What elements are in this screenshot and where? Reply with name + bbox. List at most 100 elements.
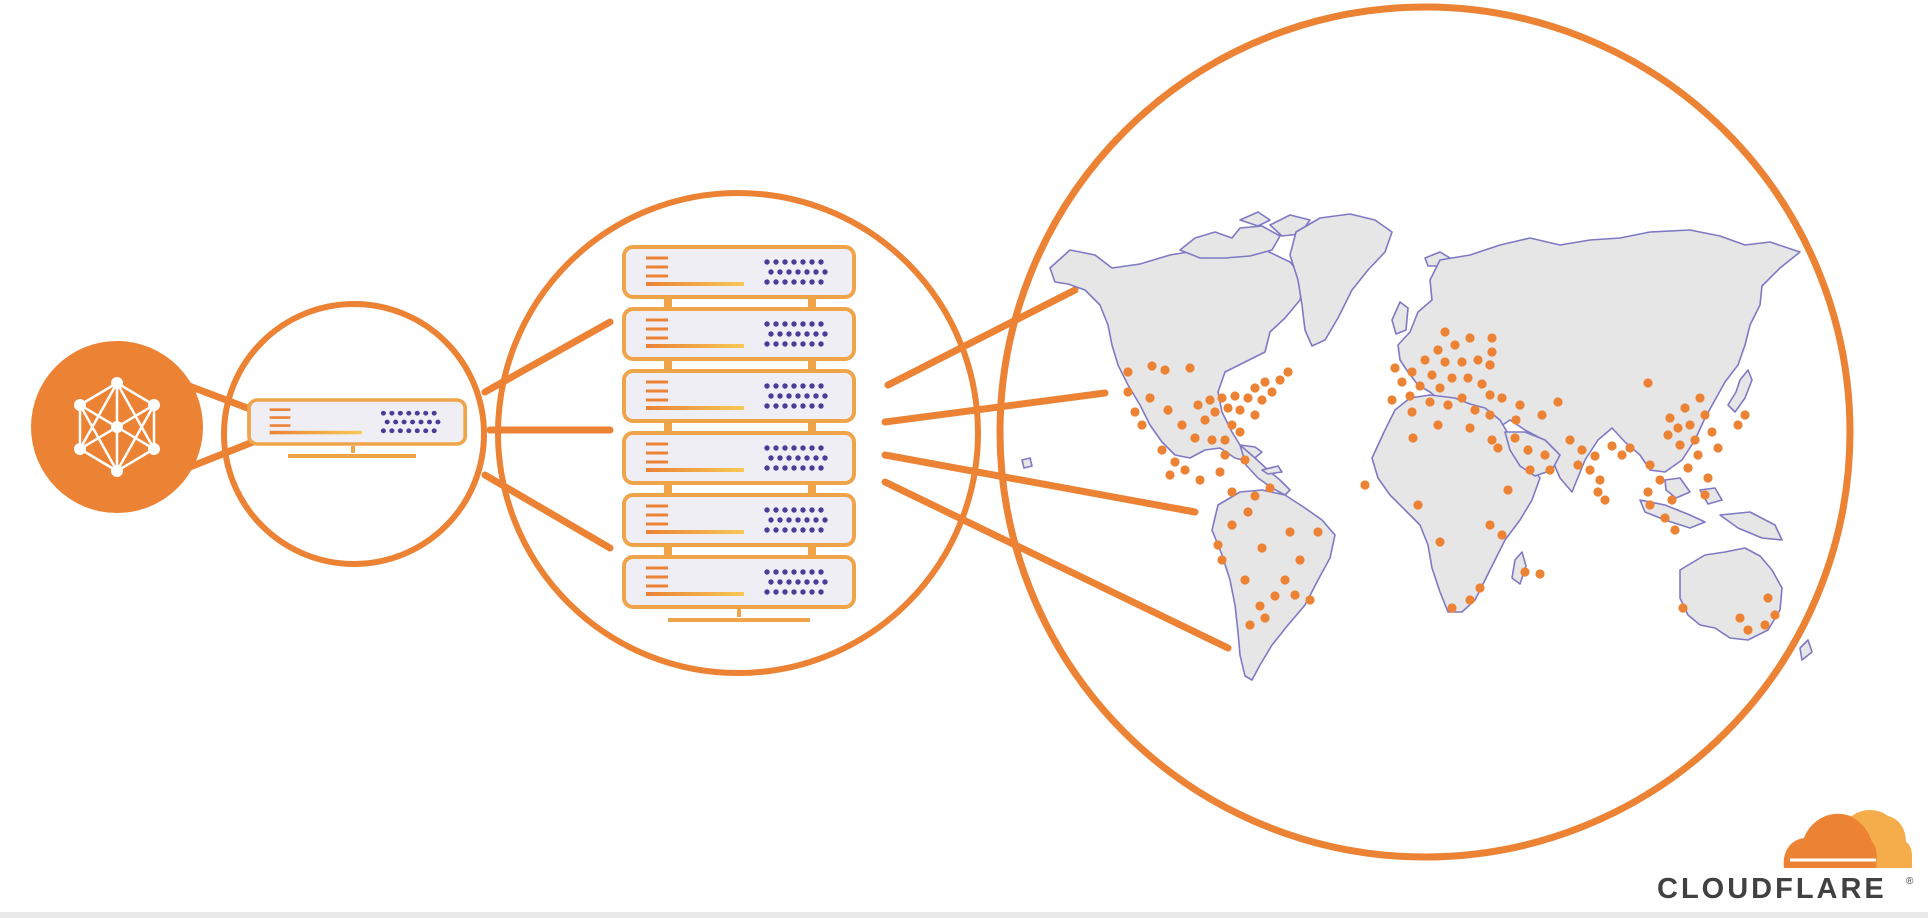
location-dot xyxy=(1360,480,1370,490)
location-dot xyxy=(1535,569,1545,579)
location-dot xyxy=(1667,495,1677,505)
location-dot xyxy=(1645,500,1655,510)
location-dot xyxy=(1407,407,1417,417)
location-dot xyxy=(1205,395,1215,405)
server-unit xyxy=(622,369,856,423)
location-dot xyxy=(1600,495,1610,505)
location-dot xyxy=(1193,400,1203,410)
location-dot xyxy=(1405,391,1415,401)
location-dot xyxy=(1465,423,1475,433)
location-dot xyxy=(1440,357,1450,367)
location-dot xyxy=(1313,527,1323,537)
location-dot xyxy=(1520,567,1530,577)
uk xyxy=(1391,301,1409,335)
location-dot xyxy=(1540,450,1550,460)
north-america xyxy=(1049,244,1306,463)
location-dot xyxy=(1250,410,1260,420)
location-dot xyxy=(1545,465,1555,475)
hawaii xyxy=(1021,457,1033,469)
location-dot xyxy=(1485,390,1495,400)
location-dot xyxy=(1485,520,1495,530)
location-dot xyxy=(1770,610,1780,620)
global-network-circle xyxy=(996,3,1854,861)
location-dot xyxy=(1220,435,1230,445)
location-dot xyxy=(1645,460,1655,470)
server-unit xyxy=(622,245,856,299)
location-dot xyxy=(1485,410,1495,420)
location-dot xyxy=(1457,393,1467,403)
location-dot xyxy=(1295,555,1305,565)
location-dot xyxy=(1177,420,1187,430)
australia xyxy=(1679,547,1783,641)
location-dot xyxy=(1243,393,1253,403)
location-dot xyxy=(1643,487,1653,497)
location-dot xyxy=(1660,513,1670,523)
location-dot xyxy=(1477,379,1487,389)
location-dot xyxy=(1200,415,1210,425)
brand-logo-text: CLOUDFLARE xyxy=(1657,873,1887,905)
location-dot xyxy=(1525,465,1535,475)
location-dot xyxy=(1413,500,1423,510)
connector-line xyxy=(881,478,1232,652)
location-dot xyxy=(1473,355,1483,365)
location-dot xyxy=(1427,370,1437,380)
location-dot xyxy=(1625,443,1635,453)
location-dot xyxy=(1693,450,1703,460)
location-dot xyxy=(1663,430,1673,440)
location-dot xyxy=(1250,491,1260,501)
location-dot xyxy=(1683,463,1693,473)
location-dot xyxy=(1763,593,1773,603)
location-dot xyxy=(1165,470,1175,480)
location-dot xyxy=(1463,373,1473,383)
location-dot xyxy=(1675,440,1685,450)
greenland xyxy=(1289,213,1393,347)
location-dot xyxy=(1673,423,1683,433)
location-dot xyxy=(1255,601,1265,611)
location-dot xyxy=(1210,407,1220,417)
location-dot xyxy=(1607,441,1617,451)
location-dot xyxy=(1590,451,1600,461)
location-dot xyxy=(1457,357,1467,367)
japan xyxy=(1727,369,1753,413)
southeast-asia-islands xyxy=(1664,477,1691,499)
location-dot xyxy=(1537,410,1547,420)
location-dot xyxy=(1707,427,1717,437)
location-dot xyxy=(1207,435,1217,445)
location-dot xyxy=(1700,410,1710,420)
location-dot xyxy=(1280,575,1290,585)
location-dot xyxy=(1685,420,1695,430)
location-dot xyxy=(1465,595,1475,605)
arctic-islands xyxy=(1179,225,1281,259)
location-dot xyxy=(1275,375,1285,385)
location-dot xyxy=(1487,435,1497,445)
server-unit xyxy=(622,493,856,547)
location-dot xyxy=(1443,400,1453,410)
server-rack xyxy=(622,245,856,622)
location-dot xyxy=(1573,460,1583,470)
location-dot xyxy=(1470,405,1480,415)
location-dot xyxy=(1593,487,1603,497)
location-dot xyxy=(1123,367,1133,377)
location-dot xyxy=(1690,435,1700,445)
single-server xyxy=(247,398,468,458)
location-dot xyxy=(1240,575,1250,585)
location-dot xyxy=(1655,475,1665,485)
location-dot xyxy=(1425,397,1435,407)
location-dot xyxy=(1220,450,1230,460)
server-unit xyxy=(622,431,856,485)
location-dot xyxy=(1190,433,1200,443)
location-dot xyxy=(1565,435,1575,445)
location-dot xyxy=(1450,340,1460,350)
location-dot xyxy=(1523,445,1533,455)
registered-mark: ® xyxy=(1906,876,1914,887)
location-dot xyxy=(1137,420,1147,430)
server-unit xyxy=(622,555,856,609)
location-dot xyxy=(1595,475,1605,485)
location-dot xyxy=(1665,413,1675,423)
location-dot xyxy=(1703,473,1713,483)
location-dot xyxy=(1497,393,1507,403)
location-dot xyxy=(1585,465,1595,475)
location-dot xyxy=(1180,465,1190,475)
location-dot xyxy=(1407,367,1417,377)
location-dot xyxy=(1435,383,1445,393)
